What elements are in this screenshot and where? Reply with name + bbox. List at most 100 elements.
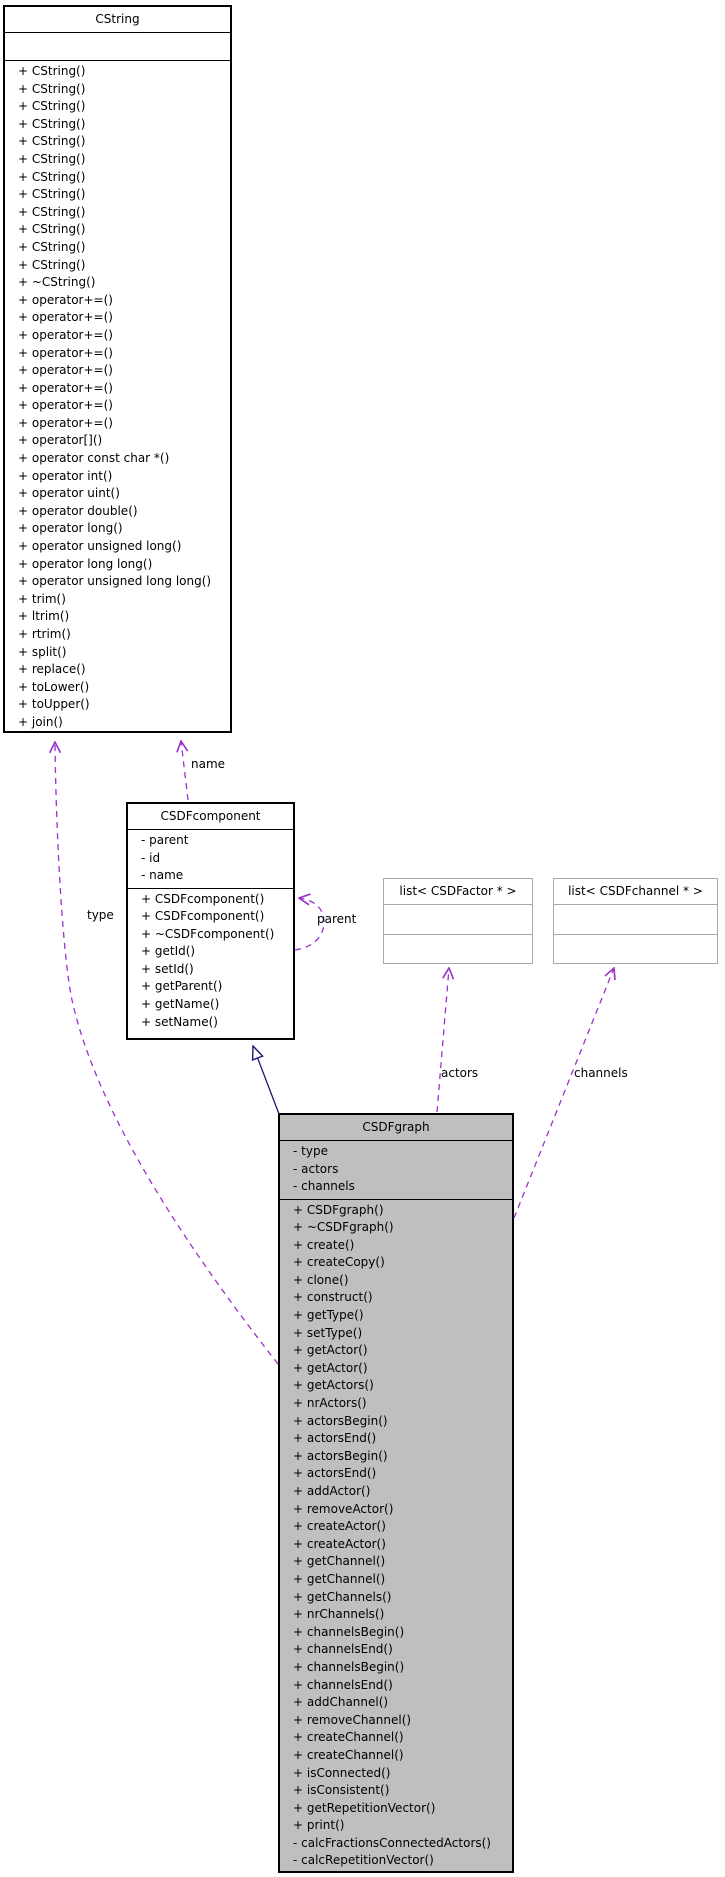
edge-label-parent: parent — [317, 912, 357, 926]
member: + operator[]() — [18, 433, 103, 448]
methods-section — [384, 933, 532, 964]
member: + actorsEnd() — [293, 1466, 377, 1481]
member: + CString() — [18, 239, 86, 254]
edge-name-line — [181, 741, 189, 801]
member: - name — [141, 868, 184, 882]
member: + getRepetitionVector() — [293, 1800, 436, 1815]
member: + channelsEnd() — [293, 1642, 393, 1657]
member: + CSDFcomponent() — [141, 909, 265, 924]
member: + CSDFgraph() — [293, 1202, 384, 1217]
methods-section: + CSDFcomponent()+ CSDFcomponent()+ ~CSD… — [128, 889, 293, 1039]
member: + trim() — [18, 591, 66, 606]
member: + createChannel() — [293, 1747, 404, 1762]
edge-label-channels: channels — [574, 1066, 628, 1080]
member: + rtrim() — [18, 627, 71, 641]
class-title: list< CSDFactor * > — [384, 879, 532, 905]
class-node-csdfcomponent[interactable]: CSDFcomponent - parent- id- name + CSDFc… — [126, 802, 295, 1040]
member: + setName() — [141, 1014, 218, 1029]
member: + CString() — [18, 151, 86, 166]
member: + getActor() — [293, 1343, 368, 1358]
member: - parent — [141, 833, 189, 847]
member: + removeChannel() — [293, 1712, 412, 1727]
class-title: CSDFcomponent — [128, 804, 293, 830]
member: + CString() — [18, 116, 86, 131]
member: + isConnected() — [293, 1765, 391, 1780]
class-node-cstring[interactable]: CString + CString()+ CString()+ CString(… — [3, 5, 232, 733]
member: + operator+=() — [18, 310, 113, 325]
class-node-csdfgraph[interactable]: CSDFgraph - type - actors - channels + CSD… — [278, 1113, 514, 1873]
member: + ltrim() — [18, 609, 70, 624]
member: + operator uint() — [18, 486, 120, 501]
member: + operator unsigned long() — [18, 539, 182, 554]
member: + CString() — [18, 64, 86, 78]
member: + channelsBegin() — [293, 1659, 405, 1674]
member: + operator unsigned long long() — [18, 574, 212, 589]
member: + print() — [293, 1818, 345, 1833]
methods-section — [554, 933, 717, 964]
member: + actorsBegin() — [293, 1413, 388, 1428]
member: + operator+=() — [18, 415, 113, 430]
attributes-section — [554, 905, 717, 934]
member: + operator long long() — [18, 556, 153, 571]
member: + CString() — [18, 134, 86, 149]
member: + ~CSDFgraph() — [293, 1220, 394, 1235]
attributes-section: - parent- id- name — [128, 830, 293, 889]
edge-inheritance-line — [253, 1046, 280, 1115]
member: + operator+=() — [18, 398, 113, 413]
class-node-list-csdfchannel[interactable]: list< CSDFchannel * > — [553, 878, 718, 964]
member: + createActor() — [293, 1519, 386, 1534]
member: + removeActor() — [293, 1501, 394, 1516]
member: + getType() — [293, 1308, 364, 1323]
member: + getChannel() — [293, 1571, 386, 1586]
class-title: CSDFgraph — [280, 1115, 512, 1141]
member: + operator+=() — [18, 327, 113, 342]
member: + CString() — [18, 257, 86, 272]
edge-channels-line — [513, 968, 614, 1219]
member: + replace() — [18, 662, 86, 677]
member: - channels — [293, 1179, 355, 1193]
member: + actorsEnd() — [293, 1431, 377, 1446]
member: + getActor() — [293, 1360, 368, 1375]
attributes-section: - type - actors - channels — [280, 1141, 512, 1200]
member: + getParent() — [141, 979, 223, 994]
member: + clone() — [293, 1272, 349, 1287]
class-node-list-csdfactor[interactable]: list< CSDFactor * > — [383, 878, 533, 964]
member: + operator long() — [18, 521, 123, 536]
member: + toUpper() — [18, 697, 90, 712]
member: + getName() — [141, 997, 220, 1012]
member: + toLower() — [18, 679, 90, 694]
edge-label-actors: actors — [441, 1066, 479, 1080]
member: + actorsBegin() — [293, 1448, 388, 1463]
member: + operator+=() — [18, 380, 113, 395]
member: + nrChannels() — [293, 1607, 385, 1622]
member: + channelsEnd() — [293, 1677, 393, 1692]
member: + nrActors() — [293, 1396, 367, 1411]
member: + isConsistent() — [293, 1783, 390, 1798]
member: - type — [293, 1144, 328, 1158]
member: + split() — [18, 644, 67, 659]
member: + ~CString() — [18, 275, 96, 290]
member: + createActor() — [293, 1536, 386, 1551]
member: + CString() — [18, 222, 86, 237]
member: + CString() — [18, 204, 86, 219]
attributes-section — [384, 905, 532, 934]
member: + operator+=() — [18, 363, 113, 378]
attributes-section — [5, 33, 230, 61]
member: + ~CSDFcomponent() — [141, 926, 275, 941]
member: + channelsBegin() — [293, 1624, 405, 1639]
methods-section: + CString() + CString() + CString() + CStri… — [5, 61, 230, 731]
member: + createCopy() — [293, 1255, 385, 1270]
member: - calcRepetitionVector() — [293, 1853, 434, 1868]
member: + operator double() — [18, 503, 138, 518]
methods-section: + CSDFgraph()+ ~CSDFgraph()+ create()+ c… — [280, 1200, 512, 1872]
member: + CString() — [18, 99, 86, 114]
member: + join() — [18, 714, 63, 729]
member: + setId() — [141, 961, 194, 976]
member: - actors — [293, 1161, 339, 1176]
member: + getChannel() — [293, 1554, 386, 1569]
edge-actors-line — [436, 968, 449, 1113]
class-title: CString — [5, 7, 230, 33]
member: + CString() — [18, 81, 86, 96]
member: + construct() — [293, 1290, 373, 1305]
